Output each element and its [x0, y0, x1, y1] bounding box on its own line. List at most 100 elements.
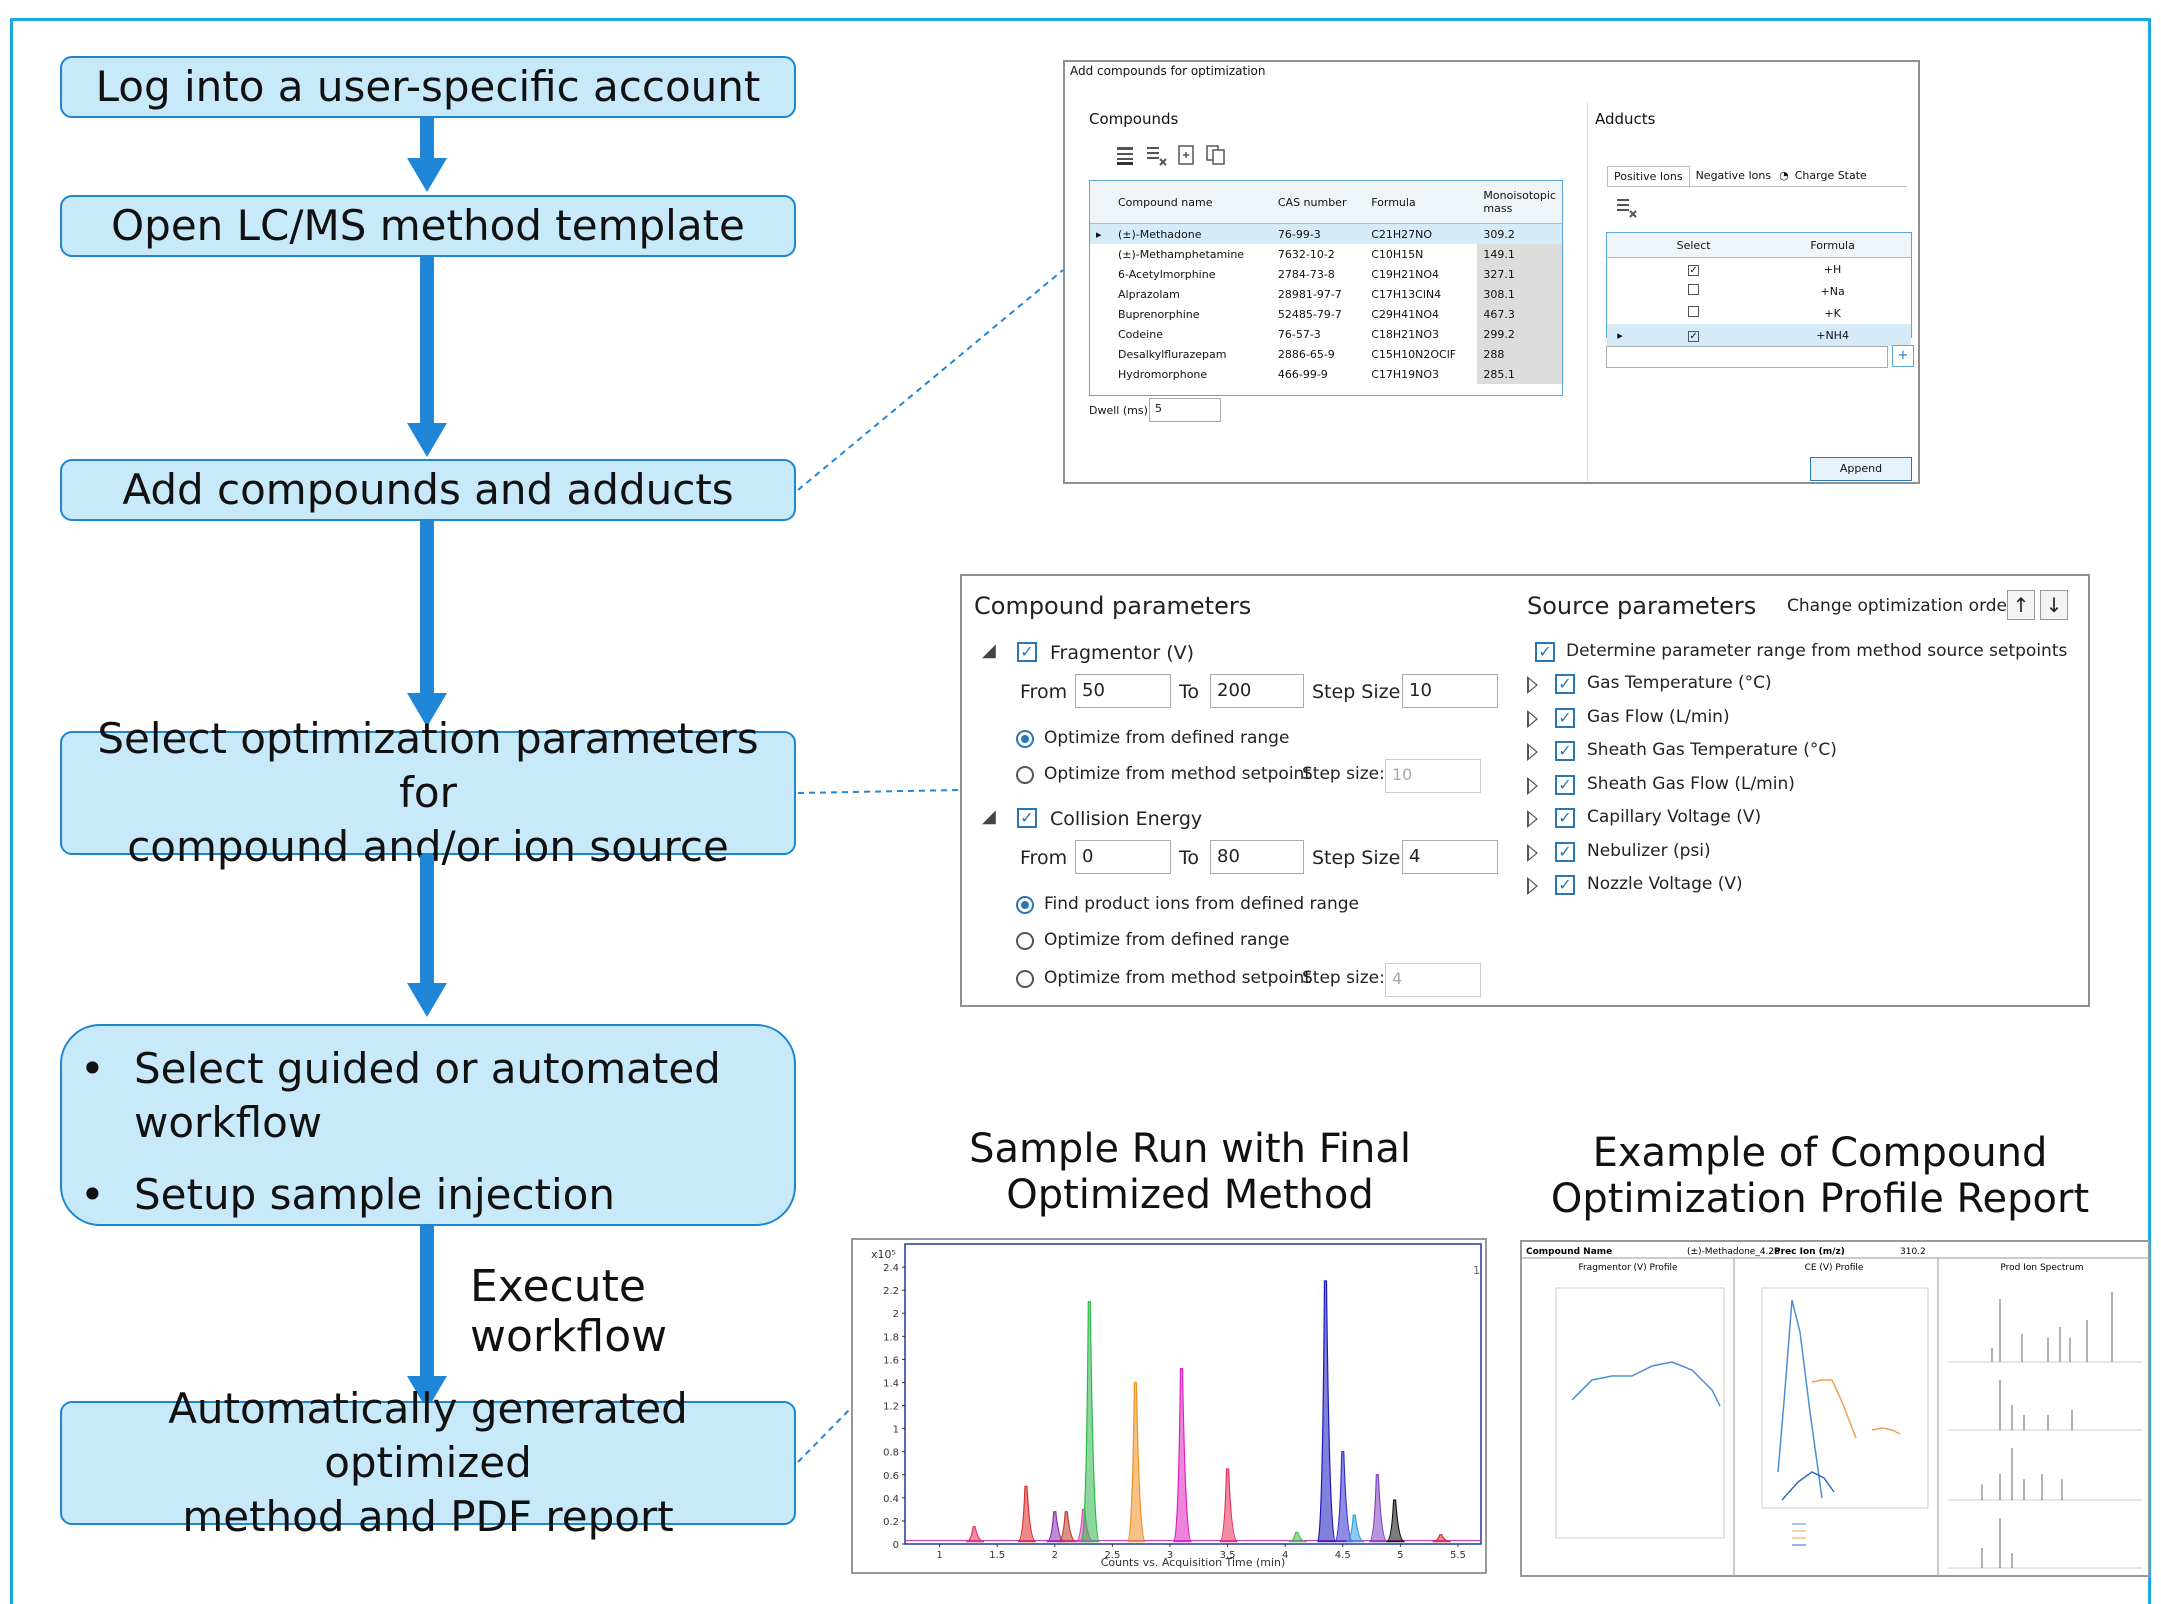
determine-range-checkbox[interactable]: ✓	[1535, 642, 1555, 662]
adduct-checkbox[interactable]	[1688, 284, 1700, 295]
move-down-button[interactable]: ↓	[2040, 590, 2068, 620]
formula-cell: C18H21NO3	[1371, 327, 1440, 341]
col-compound-name[interactable]: Compound name	[1112, 181, 1272, 224]
source-item-checkbox[interactable]: ✓	[1555, 808, 1575, 828]
col-adduct-formula: Formula	[1754, 233, 1911, 258]
import-icon[interactable]	[1175, 144, 1197, 166]
x-tick-label: 2	[1052, 1550, 1058, 1561]
append-button[interactable]: Append	[1810, 457, 1912, 481]
ce-opt-setpoint-radio[interactable]	[1016, 970, 1034, 988]
collapse-collision-icon[interactable]: ◢	[982, 806, 996, 827]
expand-source-icon[interactable]	[1527, 743, 1538, 761]
row-marker	[1090, 284, 1112, 304]
report-prec-ion-label: Prec Ion (m/z)	[1774, 1247, 1845, 1257]
adduct-row[interactable]: ✓+H	[1607, 258, 1911, 281]
frag-setpoint-step-input[interactable]: 10	[1385, 759, 1481, 793]
tab-charge-state[interactable]: Charge State	[1794, 169, 1867, 182]
step-open-template-label: Open LC/MS method template	[111, 201, 745, 250]
cas-cell: 7632-10-2	[1277, 247, 1335, 261]
adduct-checkbox[interactable]	[1688, 306, 1700, 317]
step-final-report: Automatically generated optimized method…	[60, 1384, 796, 1541]
adduct-row[interactable]: +Na	[1607, 280, 1911, 302]
ce-from-input[interactable]: 0	[1075, 840, 1171, 874]
source-item-checkbox[interactable]: ✓	[1555, 841, 1575, 862]
source-item-checkbox[interactable]: ✓	[1555, 674, 1575, 694]
step-final-report-line2: method and PDF report	[182, 1492, 674, 1541]
chromatogram-peak	[1058, 1511, 1077, 1543]
compounds-grid[interactable]: Compound name CAS number Formula Monoiso…	[1089, 180, 1563, 396]
divider	[1587, 102, 1588, 482]
x-tick-label: 3	[1167, 1550, 1173, 1561]
arrowhead-1	[407, 158, 447, 192]
report-panel3-title: Prod Ion Spectrum	[2000, 1263, 2083, 1273]
adduct-checkbox[interactable]: ✓	[1688, 264, 1700, 276]
expand-source-icon[interactable]	[1527, 810, 1538, 828]
execute-line1: Execute	[470, 1261, 646, 1312]
tab-negative-ions[interactable]: Negative Ions	[1695, 169, 1772, 182]
source-item-checkbox[interactable]: ✓	[1555, 741, 1575, 761]
delete-adduct-icon[interactable]	[1615, 196, 1637, 218]
col-formula[interactable]: Formula	[1365, 181, 1478, 224]
expand-source-icon[interactable]	[1527, 776, 1538, 795]
ce-find-product-label: Find product ions from defined range	[1044, 894, 1359, 914]
expand-source-icon[interactable]	[1527, 843, 1538, 862]
row-marker	[1090, 244, 1112, 264]
step-login: Log into a user-specific account	[60, 56, 796, 118]
chromatogram-peak	[1126, 1381, 1146, 1543]
collapse-fragmentor-icon[interactable]: ◢	[982, 640, 996, 661]
fragmentor-checkbox[interactable]: ✓	[1017, 642, 1037, 662]
bullet-1: •	[80, 1044, 105, 1093]
frag-opt-setpoint-radio[interactable]	[1016, 766, 1034, 784]
expand-source-icon[interactable]	[1527, 709, 1538, 728]
adduct-row[interactable]: ▸ ✓ +NH4	[1607, 324, 1911, 346]
y-tick-label: 2	[893, 1309, 899, 1320]
col-mono-mass[interactable]: Monoisotopic mass	[1477, 181, 1562, 224]
col-cas-number[interactable]: CAS number	[1271, 181, 1366, 224]
adducts-grid[interactable]: Select Formula ✓+H+Na+K▸✓+NH4	[1606, 232, 1912, 346]
add-adduct-button[interactable]: +	[1892, 345, 1914, 367]
expand-source-icon[interactable]	[1527, 676, 1538, 694]
frag-step-input[interactable]: 10	[1402, 674, 1498, 708]
ce-legend	[1792, 1523, 1806, 1546]
delete-rows-icon[interactable]	[1145, 144, 1167, 166]
ce-to-input[interactable]: 80	[1210, 840, 1304, 874]
copy-icon[interactable]	[1205, 144, 1227, 166]
adduct-row[interactable]: +K	[1607, 302, 1911, 324]
source-item-checkbox[interactable]: ✓	[1555, 875, 1575, 895]
add-rows-icon[interactable]	[1115, 144, 1137, 166]
workflow-bullet-1-line1: Select guided or automated	[134, 1044, 721, 1093]
expand-source-icon[interactable]	[1527, 877, 1538, 895]
source-item-checkbox[interactable]: ✓	[1555, 707, 1575, 728]
ce-to-label: To	[1179, 847, 1200, 869]
collision-checkbox[interactable]: ✓	[1017, 808, 1037, 828]
prod-ion-spectra	[1948, 1292, 2142, 1569]
ce-step-input[interactable]: 4	[1402, 840, 1498, 874]
source-item-checkbox[interactable]: ✓	[1555, 774, 1575, 795]
determine-range-label: Determine parameter range from method so…	[1566, 641, 2068, 661]
frag-opt-range-radio[interactable]	[1016, 730, 1034, 748]
adduct-checkbox[interactable]: ✓	[1688, 330, 1700, 342]
adduct-row-marker: ▸	[1617, 328, 1623, 342]
move-up-button[interactable]: ↑	[2007, 590, 2035, 620]
y-tick-label: 0.2	[883, 1517, 899, 1528]
ce-find-product-radio[interactable]	[1016, 896, 1034, 914]
dwell-input[interactable]: 5	[1149, 398, 1221, 422]
tab-positive-ions[interactable]: Positive Ions	[1607, 166, 1690, 186]
ce-opt-range-radio[interactable]	[1016, 932, 1034, 950]
frag-from-input[interactable]: 50	[1075, 674, 1171, 708]
dialog-title: Add compounds for optimization	[1070, 64, 1266, 78]
new-adduct-input[interactable]	[1606, 346, 1888, 368]
adduct-formula-cell: +NH4	[1816, 328, 1849, 342]
ce-setpoint-step-input[interactable]: 4	[1385, 963, 1481, 997]
frag-to-input[interactable]: 200	[1210, 674, 1304, 708]
compound-name-cell: (±)-Methadone	[1112, 223, 1272, 244]
fragmentor-profile-line	[1571, 1361, 1721, 1407]
